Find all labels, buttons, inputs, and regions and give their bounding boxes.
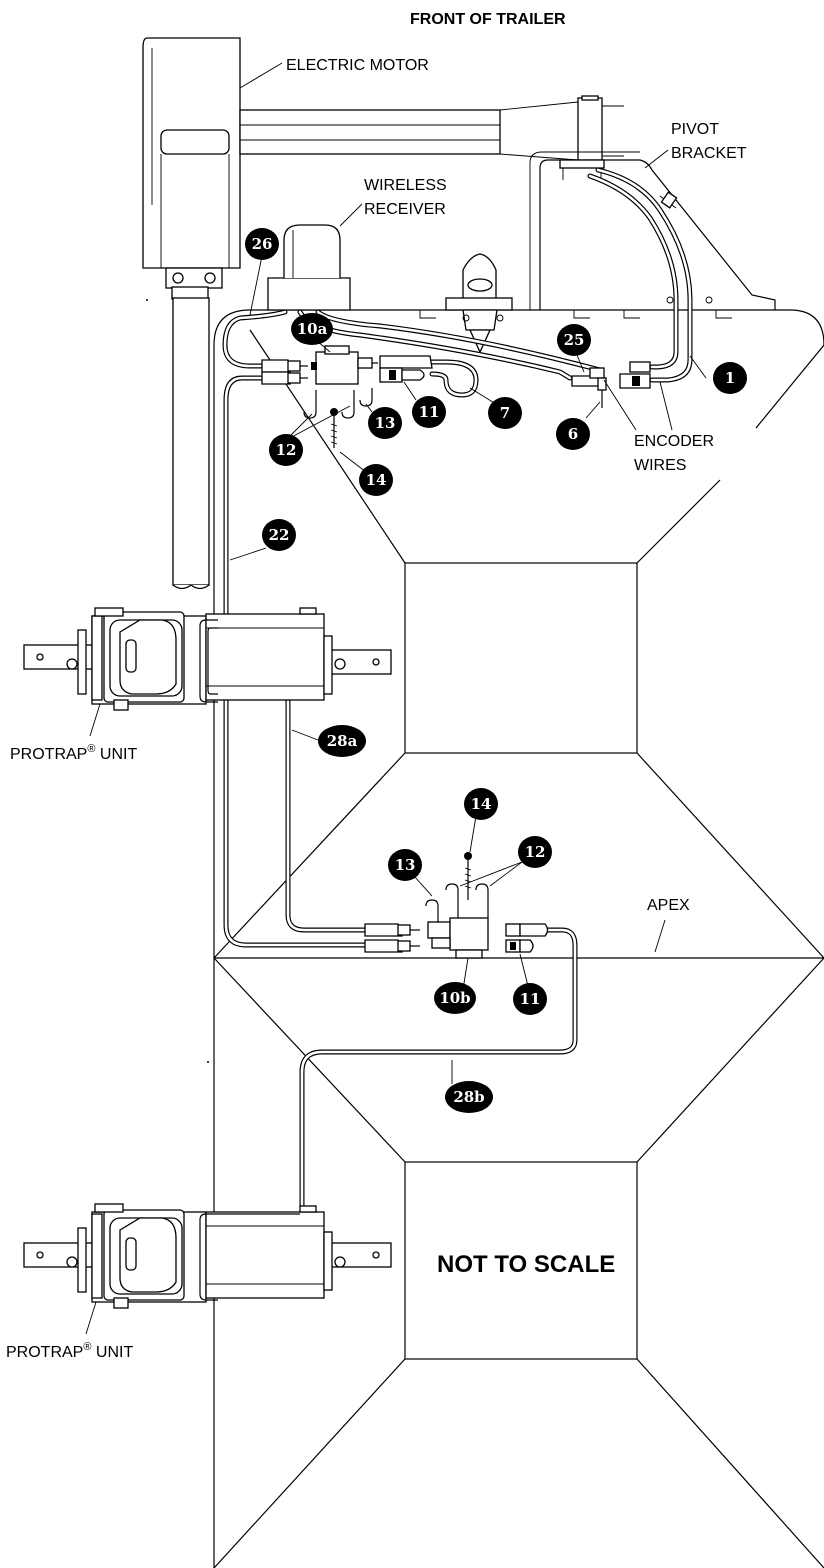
- callout-11-upper: 11: [412, 396, 446, 428]
- callout-1: 1: [713, 362, 747, 394]
- wireless-label-line2: RECEIVER: [364, 201, 446, 218]
- protrap-unit-word-lower: UNIT: [96, 1344, 134, 1361]
- lower-hopper: [213, 957, 824, 1568]
- protrap-unit-lower: [23, 1203, 392, 1309]
- svg-text:1: 1: [725, 369, 735, 387]
- callouts: 1 6 7 25 26 10a 11 13 12 14 22 28a 14 13…: [229, 228, 747, 1113]
- pivot-label-line1: PIVOT: [671, 121, 719, 138]
- svg-text:7: 7: [500, 404, 510, 422]
- callout-10a: 10a: [291, 313, 333, 345]
- svg-text:26: 26: [252, 235, 273, 253]
- svg-text:25: 25: [564, 331, 585, 349]
- svg-text:10b: 10b: [439, 989, 470, 1007]
- protrap-unit-word-upper: UNIT: [100, 746, 138, 763]
- callout-10b: 10b: [434, 982, 476, 1014]
- callout-28a: 28a: [318, 725, 366, 757]
- protrap-unit-upper: [23, 607, 392, 711]
- registered-mark-upper: ®: [87, 743, 95, 755]
- electric-motor: [142, 37, 624, 590]
- callout-22: 22: [262, 519, 296, 551]
- svg-text:12: 12: [276, 441, 297, 459]
- svg-text:11: 11: [520, 990, 541, 1008]
- callout-14-upper: 14: [359, 464, 393, 496]
- callout-13-upper: 13: [368, 407, 402, 439]
- callout-28b: 28b: [445, 1081, 493, 1113]
- protrap-name-upper: PROTRAP: [10, 746, 87, 763]
- protrap-label-lower: PROTRAP® UNIT: [6, 1341, 133, 1361]
- svg-text:13: 13: [395, 856, 416, 874]
- callout-13-lower: 13: [388, 849, 422, 881]
- pivot-label-line2: BRACKET: [671, 145, 747, 162]
- callout-26: 26: [245, 228, 279, 260]
- callout-11-lower: 11: [513, 983, 547, 1015]
- pivot-bracket: [529, 151, 776, 310]
- top-edge-tabs: [419, 296, 732, 322]
- callout-12-upper: 12: [269, 434, 303, 466]
- protrap-name-lower: PROTRAP: [6, 1344, 83, 1361]
- svg-text:10a: 10a: [297, 320, 328, 338]
- callout-12-lower: 12: [518, 836, 552, 868]
- upper-connectors: [261, 345, 651, 448]
- wire-harness: [215, 167, 693, 1285]
- front-of-trailer-label: FRONT OF TRAILER: [410, 11, 566, 28]
- encoder-label-line1: ENCODER: [634, 433, 714, 450]
- svg-text:22: 22: [269, 526, 290, 544]
- apex-label: APEX: [647, 897, 690, 914]
- callout-14-lower: 14: [464, 788, 498, 820]
- electric-motor-label: ELECTRIC MOTOR: [286, 57, 429, 74]
- svg-text:14: 14: [366, 471, 387, 489]
- svg-text:28a: 28a: [327, 732, 358, 750]
- callout-25: 25: [557, 324, 591, 356]
- callout-7: 7: [488, 397, 522, 429]
- trailer-plug: [445, 253, 513, 354]
- protrap-label-upper: PROTRAP® UNIT: [10, 743, 137, 763]
- encoder-label-line2: WIRES: [634, 457, 686, 474]
- lower-connectors: [364, 852, 549, 959]
- svg-text:14: 14: [471, 795, 492, 813]
- svg-text:12: 12: [525, 843, 546, 861]
- wireless-label-line1: WIRELESS: [364, 177, 447, 194]
- svg-text:28b: 28b: [453, 1088, 484, 1106]
- svg-text:13: 13: [375, 414, 396, 432]
- not-to-scale-label: NOT TO SCALE: [437, 1251, 615, 1278]
- svg-text:6: 6: [568, 425, 578, 443]
- labels: FRONT OF TRAILER ELECTRIC MOTOR PIVOT BR…: [6, 11, 747, 1361]
- wireless-receiver: [267, 224, 351, 311]
- upper-hopper: [213, 329, 824, 959]
- registered-mark-lower: ®: [83, 1341, 91, 1353]
- callout-6: 6: [556, 418, 590, 450]
- trailer-outline: [213, 309, 824, 1568]
- svg-text:11: 11: [419, 403, 440, 421]
